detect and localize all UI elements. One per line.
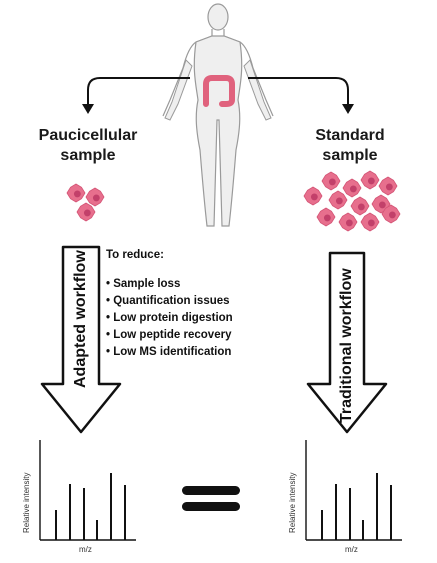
adapted-workflow-label: Adapted workflow xyxy=(72,250,89,388)
cell-icon xyxy=(338,212,358,232)
standard-title-line2: sample xyxy=(322,147,378,164)
human-body-icon xyxy=(162,3,274,227)
cell-icon xyxy=(85,187,105,207)
right-curved-arrowhead xyxy=(342,104,354,114)
cell-icon xyxy=(350,196,370,216)
standard-title: Standard sample xyxy=(290,126,410,166)
cell-icon xyxy=(378,176,398,196)
standard-cells xyxy=(303,170,401,232)
adapted-workflow-arrow xyxy=(40,245,122,434)
reduce-list-box: To reduce: Sample loss Quantification is… xyxy=(106,247,256,361)
standard-title-line1: Standard xyxy=(315,127,385,144)
left-ylabel: Relative intensity xyxy=(22,472,31,533)
left-curved-arrowhead xyxy=(82,104,94,114)
left-xlabel: m/z xyxy=(79,545,92,554)
paucicellular-title-line2: sample xyxy=(60,147,116,164)
cell-icon xyxy=(321,171,341,191)
reduce-list: Sample loss Quantification issues Low pr… xyxy=(106,276,256,361)
equals-sign xyxy=(182,486,240,511)
paucicellular-title-line1: Paucicellular xyxy=(38,127,138,144)
cell-icon xyxy=(360,170,380,190)
right-spectrum-axes xyxy=(305,440,402,541)
cell-icon xyxy=(381,204,401,224)
reduce-item: Quantification issues xyxy=(106,293,256,310)
cell-icon xyxy=(328,190,348,210)
reduce-item: Low protein digestion xyxy=(106,310,256,327)
traditional-workflow-label: Traditional workflow xyxy=(338,268,355,423)
left-spectrum-axes xyxy=(39,440,136,541)
reduce-item: Low MS identification xyxy=(106,344,256,361)
cell-icon xyxy=(342,178,362,198)
paucicellular-title: Paucicellular sample xyxy=(18,126,158,166)
traditional-workflow-arrow xyxy=(306,251,388,434)
cell-icon xyxy=(66,183,86,203)
colon-icon xyxy=(203,75,235,107)
cell-icon xyxy=(303,186,323,206)
right-curved-arrow xyxy=(248,77,349,108)
left-curved-arrow xyxy=(87,77,190,108)
cell-icon xyxy=(316,207,336,227)
cell-icon xyxy=(360,212,380,232)
reduce-item: Low peptide recovery xyxy=(106,327,256,344)
cell-icon xyxy=(76,202,96,222)
right-ylabel: Relative intensity xyxy=(288,472,297,533)
paucicellular-cells xyxy=(66,183,105,222)
reduce-item: Sample loss xyxy=(106,276,256,293)
reduce-heading: To reduce: xyxy=(106,249,164,261)
right-xlabel: m/z xyxy=(345,545,358,554)
